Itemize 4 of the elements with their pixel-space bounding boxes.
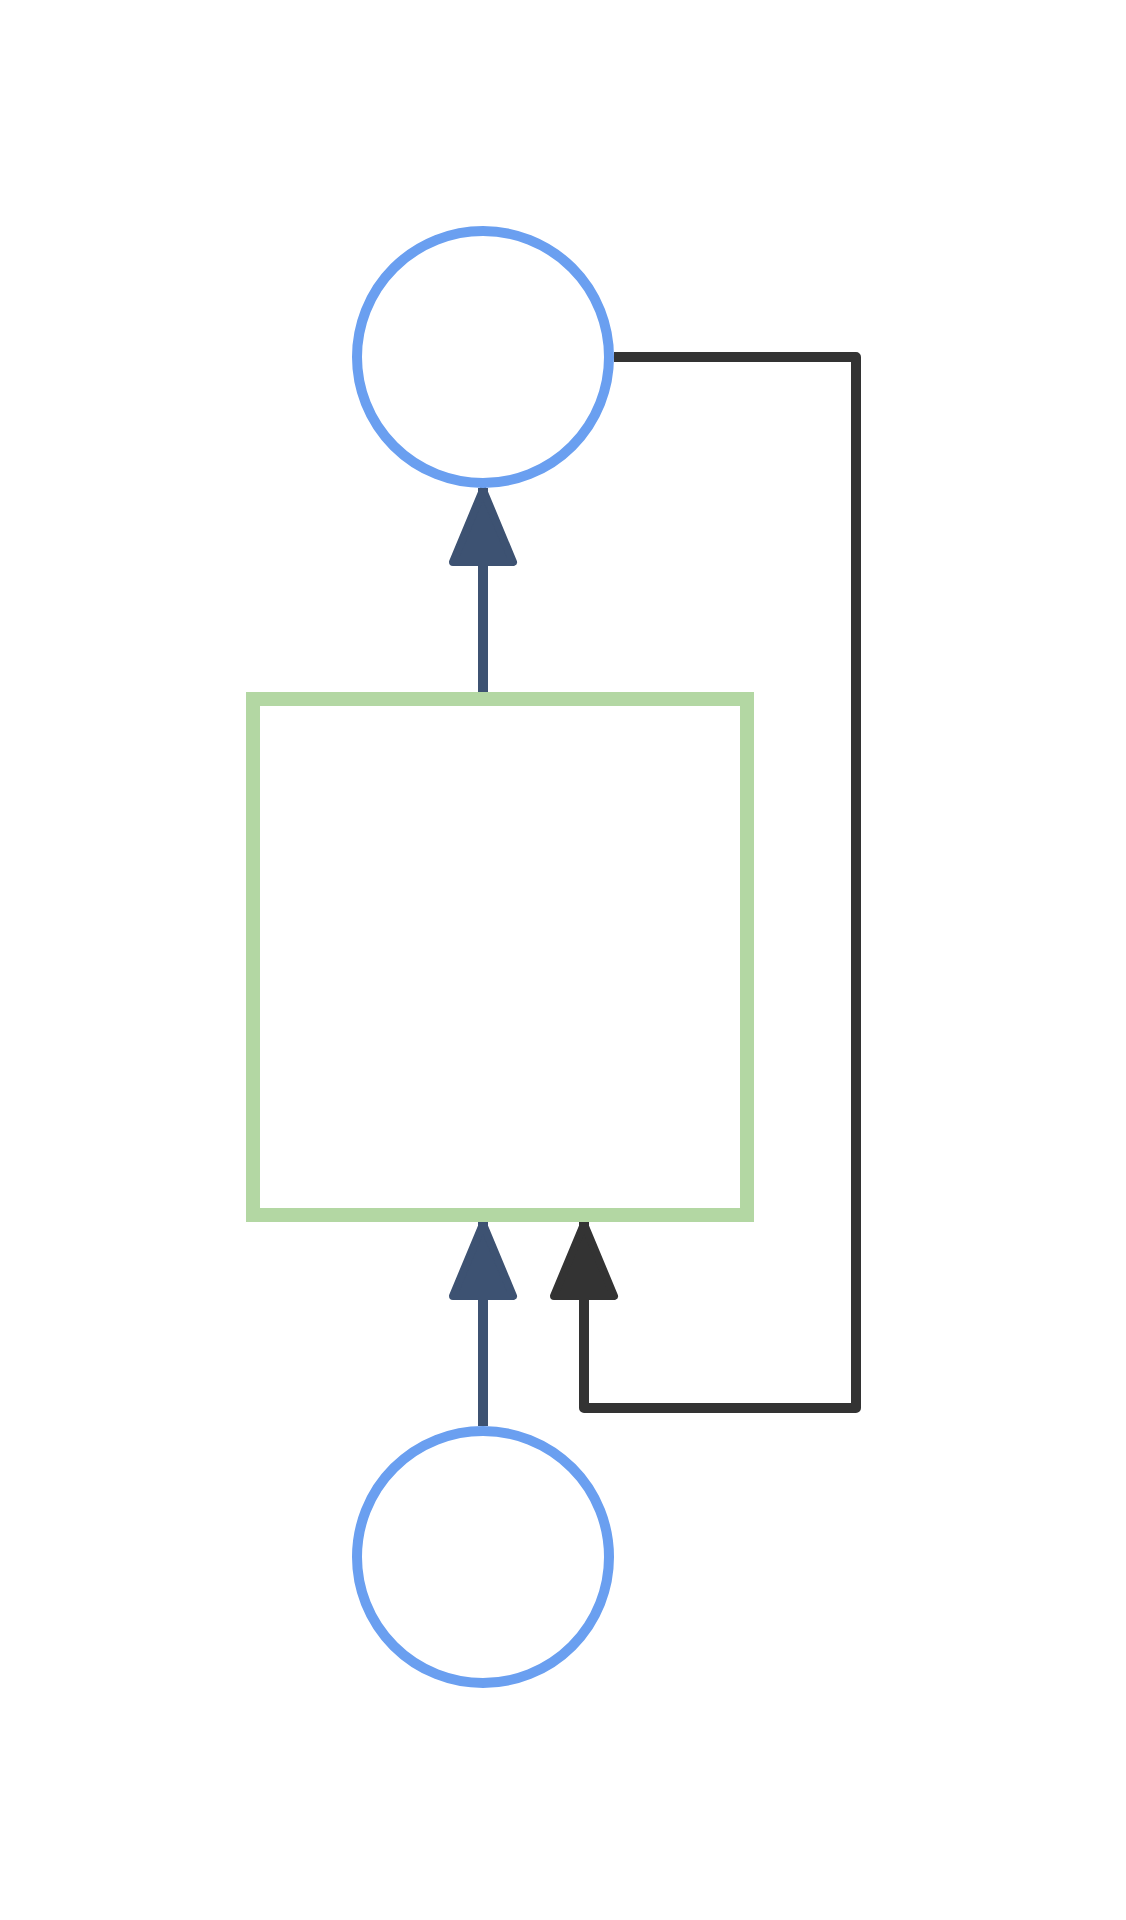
loop-arrow (550, 352, 861, 1413)
square-node (246, 692, 754, 1222)
arrow (449, 486, 517, 692)
arrow (449, 1220, 517, 1426)
